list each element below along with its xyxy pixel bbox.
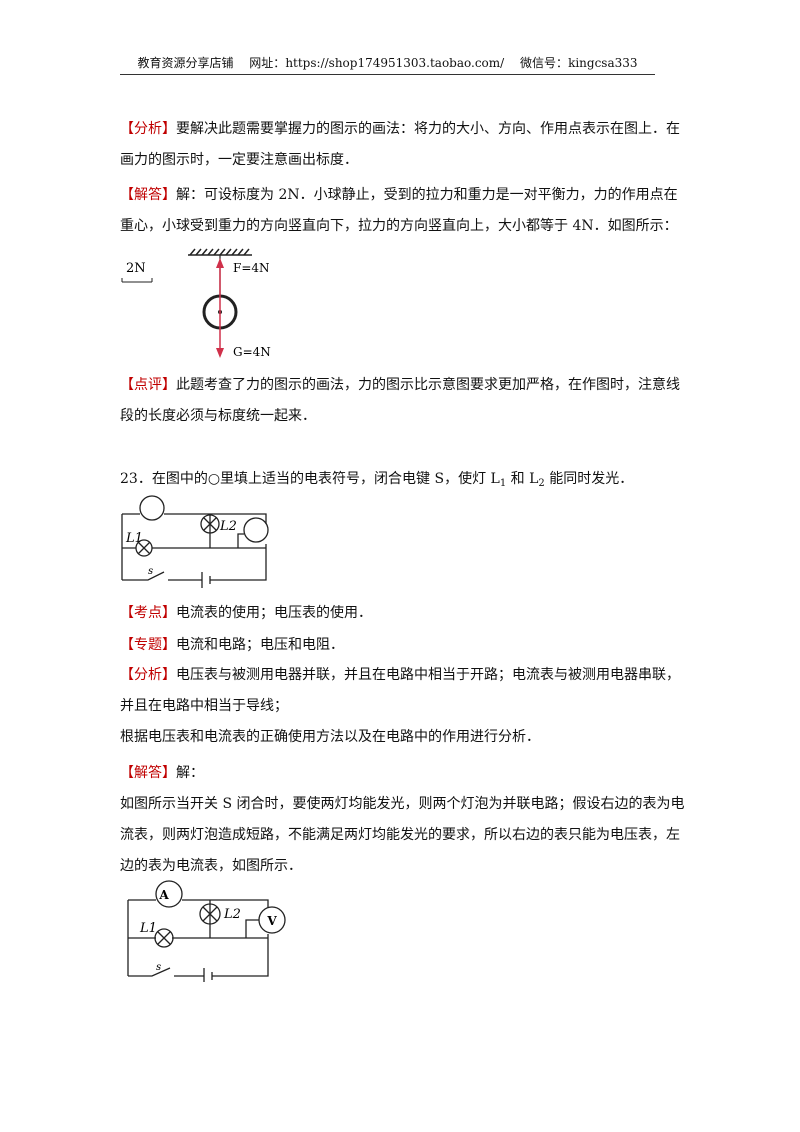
lamp-1 bbox=[154, 928, 174, 948]
battery bbox=[201, 572, 211, 588]
q22-comment: 【点评】此题考查了力的图示的画法，力的图示比示意图要求更加严格，在作图时，注意线… bbox=[120, 377, 680, 424]
ammeter bbox=[155, 880, 183, 908]
q23-answer: 【解答】解： 如图所示当开关 S 闭合时，要使两灯均能发光，则两个灯泡为并联电路… bbox=[120, 765, 685, 874]
lamp-1-label: L1 bbox=[125, 531, 143, 546]
force-diagram: 2N F=4N G=4N bbox=[121, 248, 271, 359]
ceiling bbox=[188, 248, 252, 256]
q23-stem: 23．在图中的○里填上适当的电表符号，闭合电键 S，使灯 L1 和 L2 能同时… bbox=[120, 471, 634, 489]
q22-answer: 【解答】解：可设标度为 2N．小球静止，受到的拉力和重力是一对平衡力，力的作用点… bbox=[120, 187, 678, 234]
lamp-1 bbox=[135, 539, 153, 557]
lamp-2-label: L2 bbox=[219, 519, 237, 534]
switch-label: s bbox=[156, 962, 161, 973]
lamp-2 bbox=[200, 514, 220, 534]
page-header: 教育资源分享店铺 网址：https://shop174951303.taobao… bbox=[120, 54, 655, 75]
lamp-2-label: L2 bbox=[223, 907, 241, 922]
analysis-tag: 【分析】 bbox=[120, 121, 176, 137]
meter-slot-left bbox=[139, 495, 165, 521]
switch-label: s bbox=[148, 566, 153, 577]
switch bbox=[142, 571, 172, 581]
lamp-2 bbox=[199, 903, 221, 925]
q22-analysis: 【分析】要解决此题需要掌握力的图示的画法：将力的大小、方向、作用点表示在图上．在… bbox=[120, 121, 680, 168]
circuit-diagram-blank: L1 L2 s bbox=[121, 495, 269, 588]
circuit-diagram-answer: A V L1 L2 s bbox=[127, 880, 286, 982]
ammeter-label: A bbox=[158, 888, 169, 902]
force-down-label: G=4N bbox=[233, 345, 271, 359]
voltmeter-label: V bbox=[266, 914, 277, 928]
q23-analysis: 【分析】电压表与被测用电器并联，并且在电路中相当于开路；电流表与被测用电器串联，… bbox=[120, 667, 680, 745]
meter-slot-right bbox=[243, 517, 269, 543]
answer-tag: 【解答】 bbox=[120, 187, 176, 203]
shop-url: 网址：https://shop174951303.taobao.com/ bbox=[249, 56, 505, 70]
wechat-id: 微信号：kingcsa333 bbox=[520, 56, 638, 70]
lamp-1-label: L1 bbox=[139, 921, 157, 936]
force-up-label: F=4N bbox=[233, 261, 270, 275]
switch bbox=[148, 967, 178, 977]
battery bbox=[203, 968, 213, 982]
q23-zhuanti: 【专题】电流和电路；电压和电阻． bbox=[120, 637, 344, 653]
shop-name: 教育资源分享店铺 bbox=[137, 56, 234, 70]
scale-label: 2N bbox=[126, 261, 146, 276]
q23-kaodian: 【考点】电流表的使用；电压表的使用． bbox=[120, 605, 372, 621]
comment-tag: 【点评】 bbox=[120, 377, 176, 393]
question-number: 23． bbox=[120, 471, 152, 487]
